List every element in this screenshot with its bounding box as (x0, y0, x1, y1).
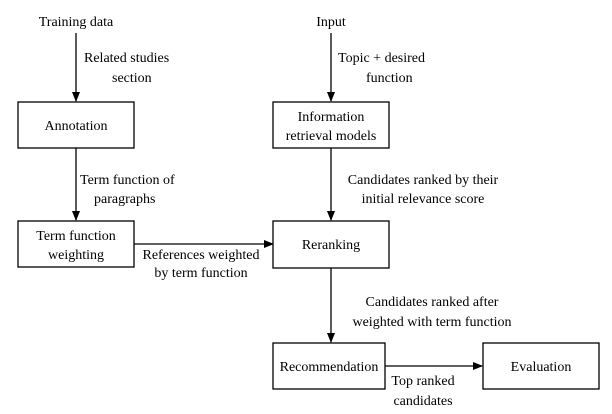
term-function-of-paragraphs-line2: paragraphs (94, 192, 155, 207)
input-label: Input (316, 15, 346, 30)
reranking-label: Reranking (302, 238, 360, 253)
recommendation-label: Recommendation (280, 360, 379, 375)
annotation-label: Annotation (45, 119, 108, 134)
recommendation-box (272, 342, 386, 390)
related-studies-label-line2: section (112, 71, 152, 86)
term-function-weighting-box (17, 220, 135, 268)
term-function-of-paragraphs-line1: Term function of (80, 173, 175, 188)
topic-desired-function-line2: function (366, 71, 413, 86)
annotation-box (17, 101, 135, 149)
top-ranked-line2: candidates (393, 394, 452, 409)
references-weighted-line2: by term function (154, 266, 247, 281)
term-function-weighting-label-line2: weighting (48, 248, 104, 263)
topic-desired-function-line1: Topic + desired (338, 51, 425, 66)
information-retrieval-models-box (272, 101, 390, 149)
reranking-box (272, 220, 390, 269)
candidates-initial-line2: initial relevance score (362, 192, 485, 207)
references-weighted-line1: References weighted (143, 248, 260, 263)
training-data-label: Training data (39, 15, 114, 30)
information-retrieval-label-line1: Information (298, 110, 365, 125)
candidates-after-line2: weighted with term function (352, 315, 511, 330)
evaluation-label: Evaluation (511, 360, 572, 375)
related-studies-label-line1: Related studies (84, 51, 169, 66)
top-ranked-line1: Top ranked (391, 374, 454, 389)
term-function-weighting-label-line1: Term function (36, 229, 116, 244)
evaluation-box (482, 342, 600, 390)
information-retrieval-label-line2: retrieval models (286, 129, 377, 144)
candidates-after-line1: Candidates ranked after (366, 295, 499, 310)
candidates-initial-line1: Candidates ranked by their (348, 173, 499, 188)
